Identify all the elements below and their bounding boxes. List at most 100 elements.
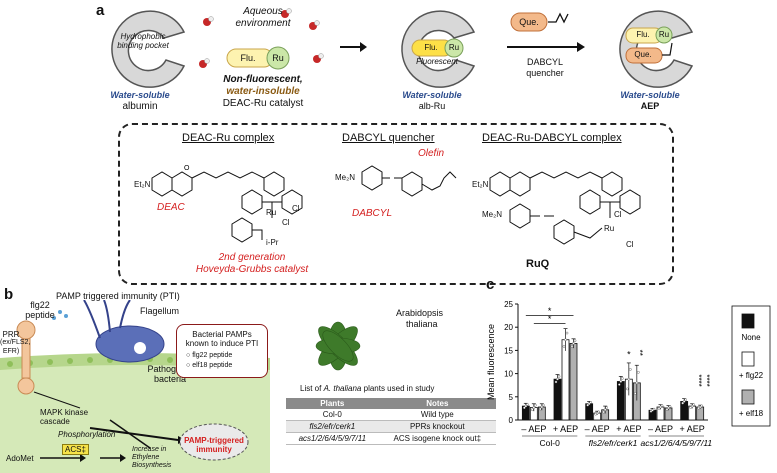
annotation: *	[627, 349, 631, 359]
data-point	[681, 401, 684, 405]
mapk-label-2: cascade	[40, 417, 70, 426]
aep-shape	[619, 10, 694, 88]
data-point	[684, 398, 687, 402]
data-point	[589, 401, 592, 404]
data-point	[523, 406, 526, 410]
bar	[585, 403, 594, 421]
table-cell: ACS isogene knock out‡	[378, 432, 496, 445]
col-header-plants: Plants	[286, 398, 379, 409]
data-point	[629, 368, 632, 371]
ruq-label: RuQ	[526, 258, 550, 270]
legend-swatch	[741, 351, 755, 367]
svg-text:O: O	[184, 165, 190, 172]
ethylene-label-3: Biosynthesis	[132, 462, 172, 469]
annotation: ****	[702, 374, 711, 386]
acs-label: ACS‡	[62, 444, 89, 456]
data-point	[652, 407, 656, 411]
data-point	[621, 377, 624, 380]
cell-background	[0, 300, 270, 473]
albumin-name: albumin	[122, 101, 158, 112]
alb-ru-shape	[401, 10, 476, 88]
col-header-notes: Notes	[378, 398, 496, 409]
me2n-label-2: Me₂N	[482, 210, 502, 219]
prr-label-2: (ex/FLS2,	[0, 339, 31, 346]
que-label: Que.	[519, 17, 539, 27]
data-point	[602, 410, 605, 414]
panel-a-label: a	[96, 2, 105, 19]
deac-label: DEAC	[157, 202, 185, 213]
data-point	[534, 403, 537, 407]
dabcyl-structure	[361, 165, 457, 197]
dabcyl-title: DABCYL quencher	[342, 132, 435, 144]
ethylene-label-1: Increase in	[132, 446, 167, 453]
data-point	[526, 403, 529, 406]
y-tick-label: 0	[509, 416, 514, 425]
quencher-label-1: DABCYL	[526, 57, 563, 67]
data-point	[539, 407, 542, 411]
data-point	[540, 405, 544, 409]
cl-label-4: Cl	[626, 240, 634, 249]
annotation: **	[635, 350, 644, 356]
data-point	[531, 408, 534, 411]
data-point	[564, 338, 567, 342]
aep-que-label: Que.	[634, 50, 652, 59]
ruq-structure	[489, 171, 641, 245]
legend-label: + flg22	[739, 371, 764, 380]
legend-swatch	[741, 389, 755, 405]
ru-atom-1: Ru	[266, 208, 277, 217]
ipr-label: i-Pr	[266, 238, 279, 247]
fluorescent-label: Fluorescent	[416, 57, 458, 66]
list-title-post: plants used in study	[361, 384, 435, 393]
data-point	[565, 331, 569, 335]
x-tick-label: + AEP	[616, 424, 641, 434]
chemistry-box	[118, 123, 674, 285]
pti-ellipse-label-1: PAMP-triggered	[184, 436, 244, 445]
flg22-label-2: peptide	[25, 310, 55, 320]
y-tick-label: 20	[504, 323, 513, 332]
insoluble-label: water-insoluble	[226, 86, 300, 97]
ru-atom-2: Ru	[604, 224, 615, 233]
water-molecules	[199, 8, 324, 68]
deac-ru-structure: O	[151, 165, 303, 243]
data-point	[556, 377, 559, 381]
ethylene-label-2: Ethylene	[132, 454, 160, 461]
data-point	[619, 380, 623, 383]
arabidopsis-label-1: Arabidopsis	[396, 308, 444, 318]
me2n-label-1: Me₂N	[335, 173, 355, 182]
y-tick-label: 25	[504, 300, 513, 309]
bacteria-label-2: bacteria	[153, 374, 187, 384]
pocket-label: Hydrophobic binding pocket	[117, 32, 169, 51]
data-point	[660, 404, 664, 407]
albumin-desc: Water-soluble	[110, 90, 170, 100]
deac-ru-capsule	[226, 46, 290, 70]
group-label: acs1/2/6/4/5/9/7/11	[640, 438, 712, 448]
data-point	[532, 406, 536, 409]
y-tick-label: 10	[504, 370, 513, 379]
data-point	[618, 383, 621, 386]
pti-title: PAMP triggered immunity (PTI)	[56, 291, 180, 301]
plants-table-header: Plants Notes	[286, 398, 496, 409]
pamp-box	[176, 324, 268, 378]
pamp-item2-text: elf18 peptide	[192, 362, 233, 369]
y-axis-label: Mean fluorescence	[486, 324, 496, 400]
pti-ellipse-label-2: immunity	[196, 445, 232, 454]
flu-label: Flu.	[240, 53, 256, 63]
aep-desc: Water-soluble	[620, 90, 680, 100]
deac-ru-title: DEAC-Ru complex	[182, 132, 275, 144]
pamp-box-line1: Bacterial PAMPs	[192, 330, 252, 339]
arrow-1	[340, 42, 367, 52]
y-tick-label: 5	[509, 393, 514, 402]
et2n-label-2: Et₂N	[472, 180, 489, 189]
panel-c-label: c	[486, 276, 495, 293]
x-tick-label: – AEP	[585, 424, 610, 434]
dabcyl-label: DABCYL	[352, 208, 393, 219]
data-point	[573, 339, 577, 342]
ru-label: Ru	[272, 53, 284, 63]
prr-label-3: EFR)	[2, 348, 20, 355]
alb-ru-ru-label: Ru	[448, 43, 460, 52]
data-point	[597, 410, 600, 414]
data-point	[635, 381, 639, 385]
arabidopsis-plant	[315, 321, 361, 371]
x-tick-label: + AEP	[680, 424, 705, 434]
